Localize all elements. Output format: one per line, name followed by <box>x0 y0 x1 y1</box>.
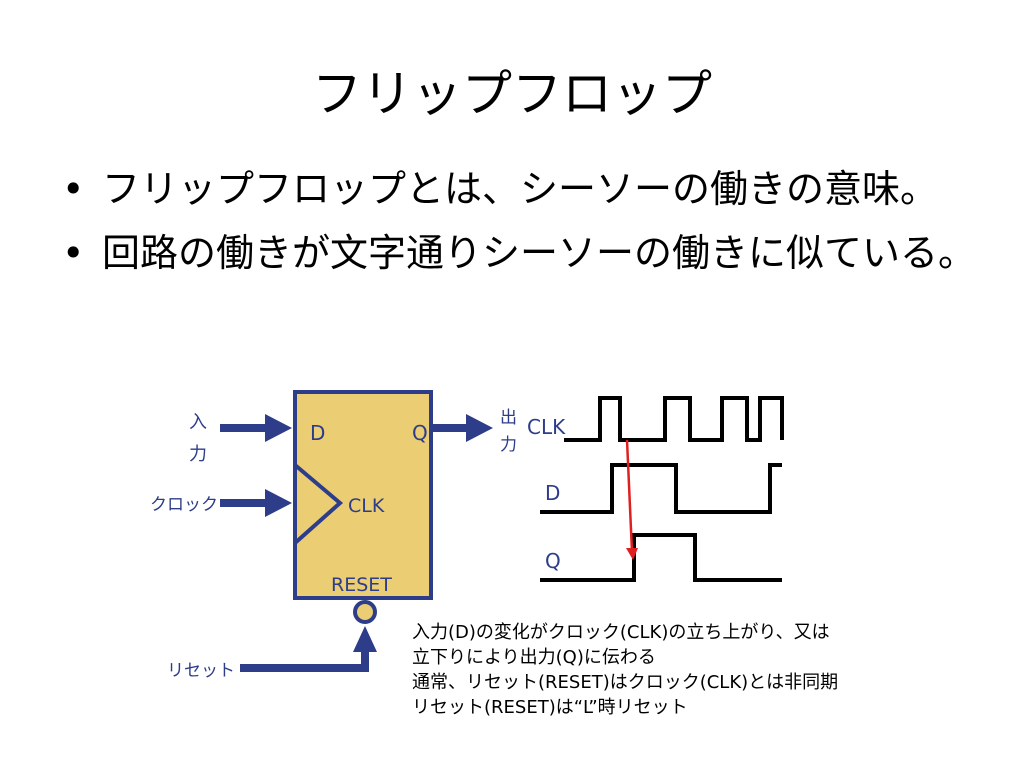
clock-label: クロック <box>150 495 218 515</box>
pin-d-label: D <box>310 421 325 445</box>
output-label-2: 力 <box>500 435 517 455</box>
input-arrow-icon <box>220 414 292 442</box>
bullet-item: • 回路の働きが文字通りシーソーの働きに似ている。 <box>62 226 982 280</box>
pin-reset-label: RESET <box>331 574 392 596</box>
note-line: リセット(RESET)は“L”時リセット <box>412 697 688 718</box>
note-line: 入力(D)の変化がクロック(CLK)の立ち上がり、又は <box>412 622 830 643</box>
bullet-text: フリップフロップとは、シーソーの働きの意味。 <box>102 167 939 211</box>
clk-waveform <box>564 396 784 442</box>
timing-clk-label: CLK <box>527 415 566 439</box>
explanation-note: 入力(D)の変化がクロック(CLK)の立ち上がり、又は 立下りにより出力(Q)に… <box>412 620 982 720</box>
bullet-list: • フリップフロップとは、シーソーの働きの意味。 • 回路の働きが文字通りシーソ… <box>62 162 982 290</box>
bullet-marker: • <box>62 231 85 275</box>
d-waveform <box>540 463 782 514</box>
slide-title: フリップフロップ <box>312 65 712 123</box>
input-label-2: 力 <box>189 444 207 465</box>
bullet-marker: • <box>62 167 85 211</box>
timing-d-label: D <box>545 481 560 505</box>
flip-flop-block <box>293 390 433 600</box>
reset-arrow-icon <box>240 626 377 672</box>
pin-q-label: Q <box>412 421 428 445</box>
reset-inversion-bubble-icon <box>353 600 377 624</box>
edge-arrow-icon <box>625 439 638 560</box>
q-waveform <box>540 533 782 582</box>
bullet-item: • フリップフロップとは、シーソーの働きの意味。 <box>62 162 982 216</box>
note-line: 立下りにより出力(Q)に伝わる <box>412 647 656 668</box>
pin-clk-label: CLK <box>348 495 385 517</box>
bullet-text: 回路の働きが文字通りシーソーの働きに似ている。 <box>102 231 977 275</box>
reset-label: リセット <box>167 661 235 681</box>
output-arrow-icon <box>433 414 493 442</box>
note-line: 通常、リセット(RESET)はクロック(CLK)とは非同期 <box>412 672 839 693</box>
timing-q-label: Q <box>545 549 561 573</box>
clock-arrow-icon <box>220 489 292 517</box>
output-label-1: 出 <box>500 408 517 428</box>
clock-triangle-icon <box>293 463 344 545</box>
input-label-1: 入 <box>189 412 207 433</box>
